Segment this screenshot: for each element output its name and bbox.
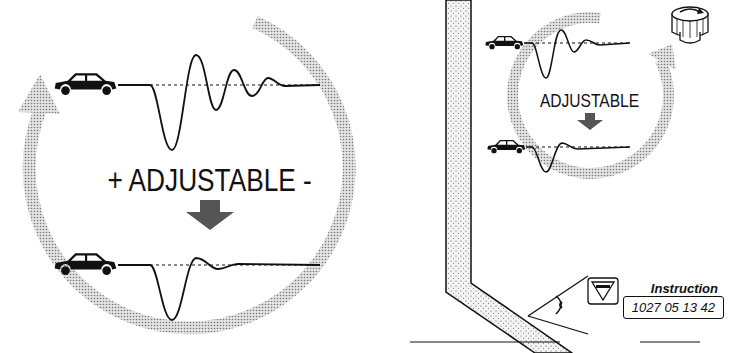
damping-wave [118,258,320,320]
reference-number: 1027 05 13 42 [623,296,724,319]
heading-label: ADJUSTABLE [540,91,639,110]
brand-logo [588,278,618,304]
damping-wave [524,30,630,78]
down-arrow [577,113,603,130]
car-icon [485,36,523,49]
cycle-ring [18,22,349,328]
rule-line [640,342,700,343]
eye-symbol [528,276,588,334]
instruction-box: Instruction1027 05 13 42 [623,281,724,319]
adjust-knob [672,7,708,43]
cycle-ring [513,17,676,173]
car-icon [487,140,525,153]
box-heading: Instruction [623,281,724,296]
heading-label: + ADJUSTABLE - [108,164,312,196]
down-arrow [186,200,234,230]
car-icon [55,253,117,275]
car-icon [55,73,117,95]
damping-wave [526,143,630,172]
damping-wave [118,55,320,150]
rule-line [410,342,560,343]
